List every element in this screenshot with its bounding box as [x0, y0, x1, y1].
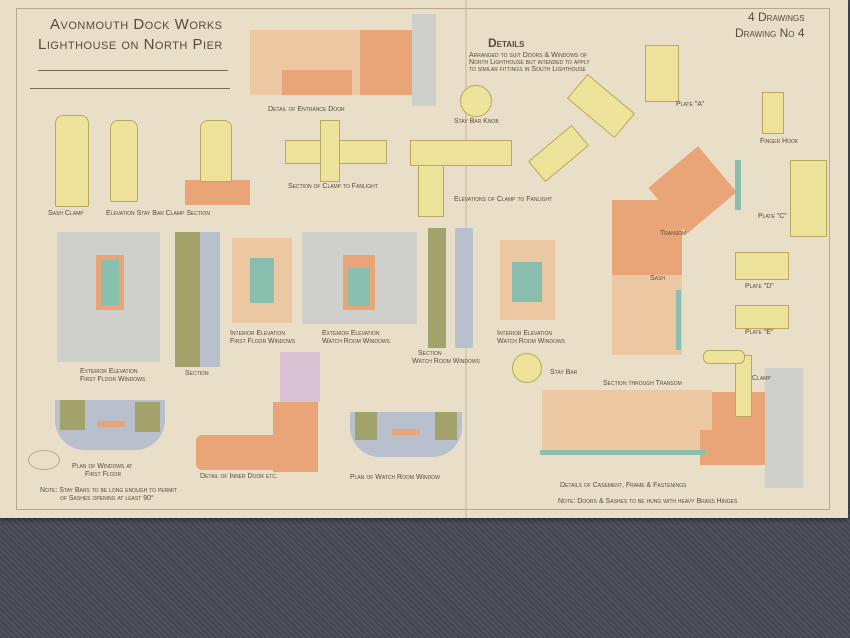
entrance-door-frame	[360, 30, 412, 95]
inner-door-section	[280, 352, 320, 402]
label-sash-clamp: Sash Clamp	[48, 210, 84, 217]
sheet-number: Drawing No 4	[735, 26, 805, 40]
note-left: of Sashes opening at least 90°	[60, 495, 154, 502]
window-glass	[250, 258, 274, 303]
label-section-first: Section	[185, 370, 209, 377]
label-ext-elev-first: First Floor Windows	[80, 376, 146, 383]
label-plan-first: Plan of Windows at	[72, 463, 133, 470]
transom-section	[612, 275, 682, 355]
details-heading: Details	[488, 36, 525, 50]
label-plate-a: Plate "A"	[676, 101, 705, 108]
section-watch-room	[428, 228, 446, 348]
plate-d-drawing	[735, 252, 789, 280]
section-first-floor	[200, 232, 220, 367]
label-finger-hook: Finger Hook	[760, 138, 799, 145]
glass-strip	[676, 290, 681, 350]
title-line1: Avonmouth Dock Works	[50, 16, 223, 33]
label-stay-bar-knob: Stay Bar Knob	[454, 118, 499, 125]
glass-strip	[735, 160, 741, 210]
label-sash: Sash	[650, 275, 665, 282]
label-plan-first: First Floor	[85, 471, 122, 478]
clamp-section-drawing	[185, 180, 250, 205]
plan-window-frame	[97, 421, 125, 427]
label-stay-bar-clamp: Elevation Stay Bar Clamp Section	[106, 210, 210, 217]
clamp-drawing	[735, 355, 752, 417]
scale-bar	[38, 70, 228, 71]
scale-bar	[30, 88, 230, 89]
label-section-watch: Watch Room Windows	[412, 358, 480, 365]
label-section-watch: Section	[418, 350, 442, 357]
window-glass	[348, 268, 370, 306]
details-subtitle: North Lighthouse but intended to apply	[469, 59, 590, 66]
sash-clamp-drawing	[55, 115, 89, 207]
label-plate-c: Plate "C"	[758, 213, 787, 220]
inner-door-leaf	[196, 435, 281, 470]
stamp-mark	[28, 450, 60, 470]
details-subtitle: Arranged to suit Doors & Windows of	[469, 52, 588, 59]
casement-frame	[542, 390, 712, 450]
carpet-background	[0, 505, 850, 638]
entrance-door-leaf	[282, 70, 352, 95]
label-section-clamp-fanlight: Section of Clamp to Fanlight	[288, 183, 378, 190]
label-int-elev-watch: Interior Elevation	[497, 330, 553, 337]
wall-section	[765, 368, 803, 488]
title-line2: Lighthouse on North Pier	[38, 36, 223, 53]
stay-bar-clamp-drawing	[110, 120, 138, 202]
label-plan-watch: Plan of Watch Room Window	[350, 474, 440, 481]
label-plate-d: Plate "D"	[745, 283, 774, 290]
note-right: Note: Doors & Sashes to be hung with hea…	[558, 498, 738, 505]
label-stay-bar: Stay Bar	[550, 369, 578, 376]
label-elevations-clamp-fanlight: Elevations of Clamp to Fanlight	[454, 196, 553, 203]
label-int-elev-first: First Floor Windows	[230, 338, 296, 345]
drawing-sheet: Avonmouth Dock Works Lighthouse on North…	[0, 0, 848, 518]
plate-e-drawing	[735, 305, 789, 329]
label-int-elev-first: Interior Elevation	[230, 330, 286, 337]
label-inner-door: Detail of Inner Door etc.	[200, 473, 278, 480]
label-entrance-door: Detail of Entrance Door	[268, 106, 345, 113]
plan-first-floor-wall	[60, 400, 85, 430]
plate-c-drawing	[790, 160, 827, 237]
label-transom: Transom	[660, 230, 687, 237]
details-subtitle: to similar fittings in South Lighthouse	[469, 66, 586, 73]
plan-first-floor-wall	[135, 402, 160, 432]
window-glass	[512, 262, 542, 302]
plan-watch-room-wall	[355, 412, 377, 440]
label-ext-elev-watch: Exterior Elevation	[322, 330, 380, 337]
section-watch-room	[455, 228, 473, 348]
wall-section	[412, 14, 436, 106]
label-casement: Details of Casement, Frame & Fastenings	[560, 482, 687, 489]
stay-bar-knob	[512, 353, 542, 383]
finger-hook-drawing	[762, 92, 784, 134]
fanlight-clamp-elevation	[418, 165, 444, 217]
label-section-transom: Section through Transom	[603, 380, 682, 387]
label-ext-elev-first: Exterior Elevation	[80, 368, 138, 375]
stay-bar-knob-drawing	[460, 85, 492, 117]
note-left: Note: Stay Bars to be long enough to per…	[40, 487, 177, 494]
plan-window-frame	[392, 429, 420, 435]
clamp-section-drawing	[200, 120, 232, 182]
label-ext-elev-watch: Watch Room Windows	[322, 338, 390, 345]
sheet-count: 4 Drawings	[748, 10, 805, 24]
plan-watch-room-wall	[435, 412, 457, 440]
fanlight-clamp-section	[320, 120, 340, 182]
fanlight-clamp-elevation	[410, 140, 512, 166]
sheet-border	[16, 8, 830, 510]
casement-jamb	[700, 430, 720, 465]
plate-a-drawing	[645, 45, 679, 102]
window-glass	[101, 260, 119, 305]
label-plate-e: Plate "E"	[745, 329, 774, 336]
label-clamp: Clamp	[752, 375, 771, 382]
clamp-knob	[703, 350, 745, 364]
glass-strip	[540, 450, 705, 455]
label-int-elev-watch: Watch Room Windows	[497, 338, 565, 345]
